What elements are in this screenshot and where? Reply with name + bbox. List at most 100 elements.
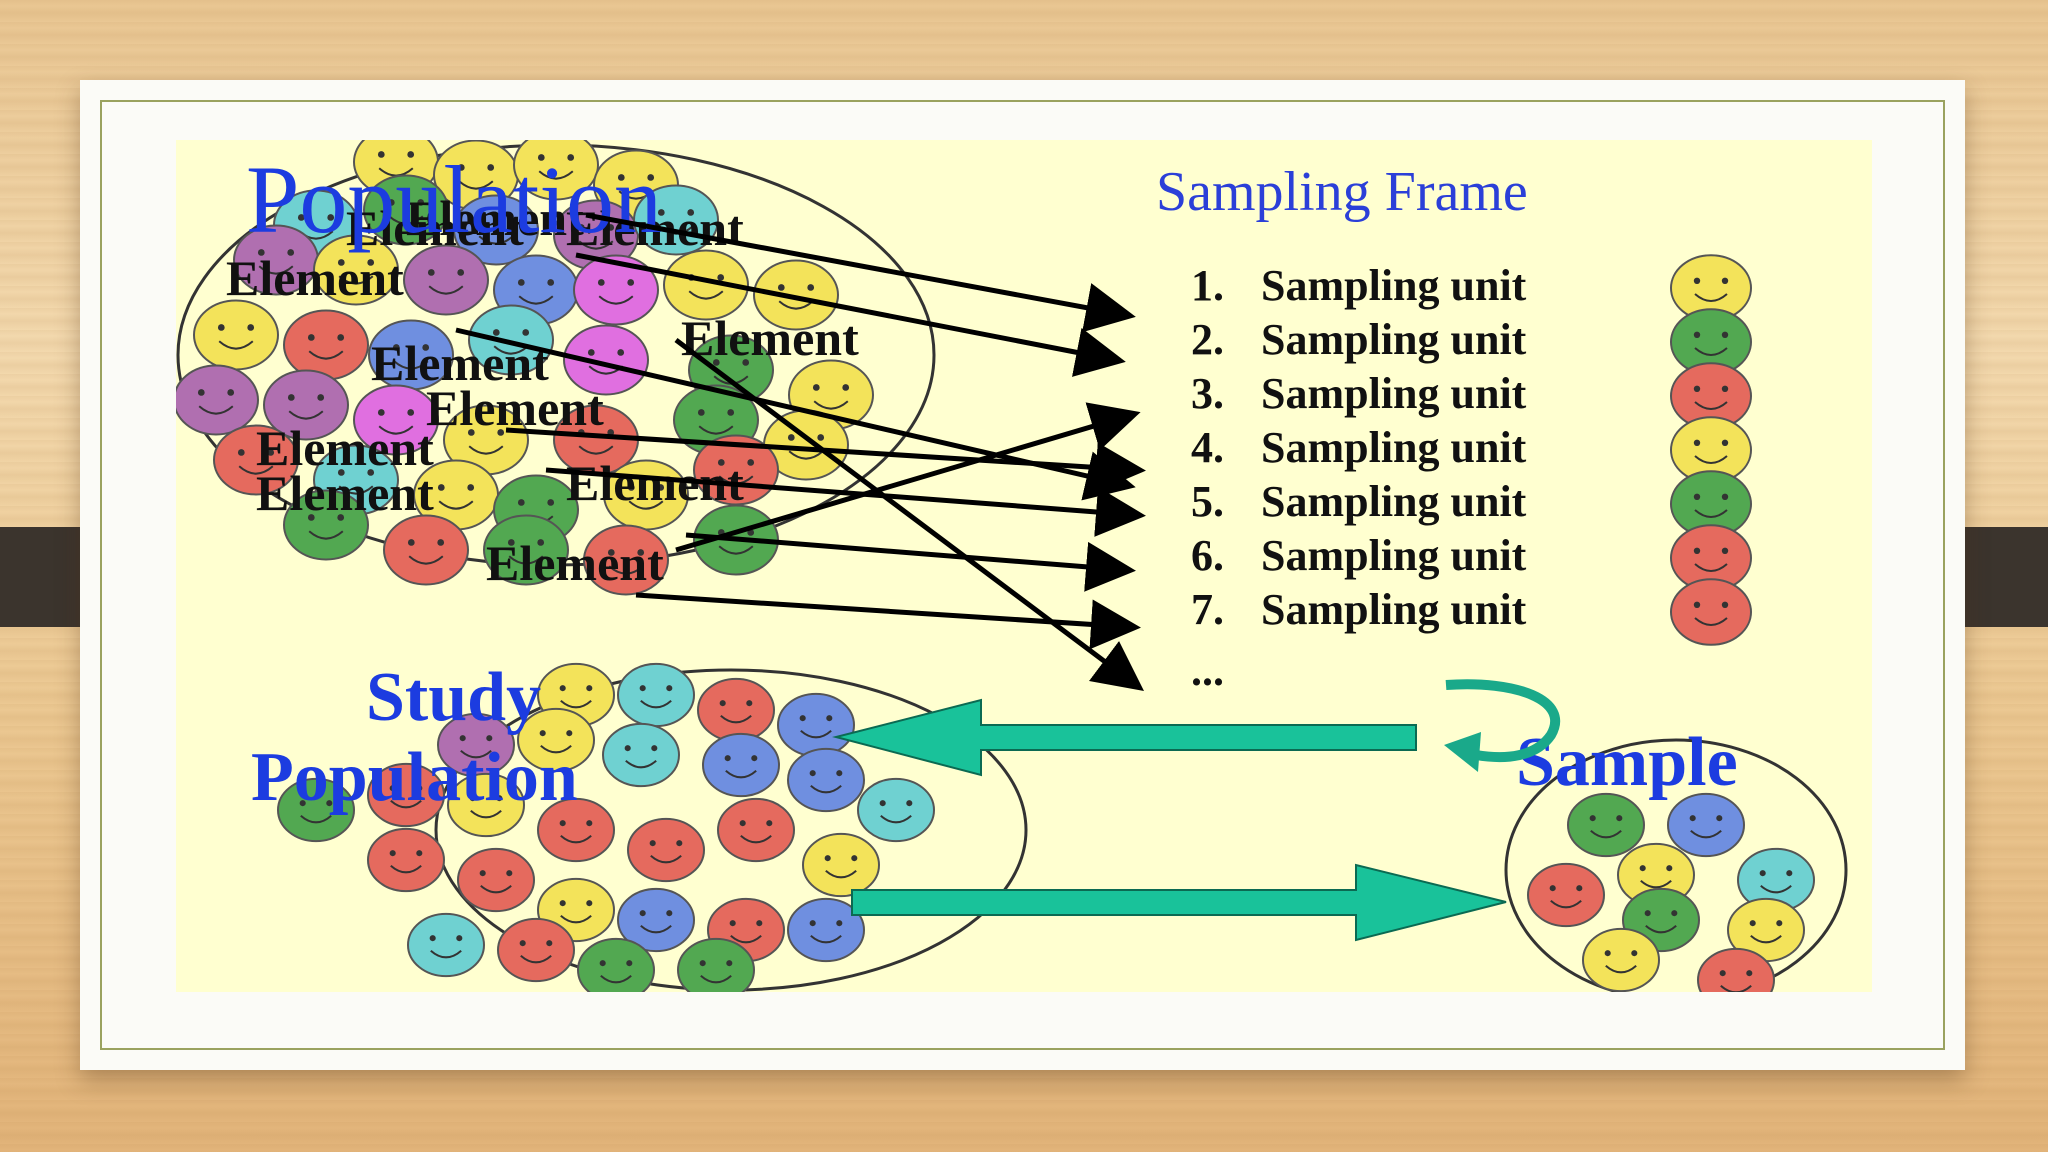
sampling-unit-row: 4. Sampling unit [1191,423,1527,472]
smiley-face-icon [787,897,865,963]
sampling-unit-row: 3. Sampling unit [1191,369,1527,418]
sampling-unit-row: 1. Sampling unit [1191,261,1527,310]
smiley-face-icon [1697,947,1775,992]
smiley-face-icon [857,777,935,843]
population-faces [176,140,874,596]
smiley-face-icon [283,309,369,381]
sampling-unit-number: 5. [1191,477,1224,526]
population-title: Population [246,146,662,253]
smiley-face-icon [193,299,279,371]
smiley-face-icon [697,677,775,743]
smiley-face-icon [363,174,449,246]
teal-arrow-right [851,863,1507,942]
sample-faces [1527,792,1815,992]
sampling-unit-number: 7. [1191,585,1224,634]
element-label: Element [256,465,434,521]
smiley-face-icon [1670,578,1752,646]
sampling-unit-number: 3. [1191,369,1224,418]
smiley-face-icon [663,249,749,321]
smiley-face-icon [677,937,755,992]
study-title-population: Population [251,739,578,816]
element-label: Element [486,535,664,591]
smiley-face-icon [617,887,695,953]
curved-arrow-head [1444,732,1481,772]
smiley-face-icon [383,514,469,586]
smiley-face-icon [447,772,525,838]
smiley-face-icon [263,369,349,441]
element-labels: Element Element Element Element Element … [226,190,859,591]
sampling-unit-label: Sampling unit [1261,423,1527,472]
mapping-arrow [575,252,1126,377]
smiley-face-icon [802,832,880,898]
smiley-face-icon [1527,862,1605,928]
element-label: Element [256,420,434,476]
smiley-face-icon [483,514,569,586]
sampling-unit-row: 2. Sampling unit [1191,315,1527,364]
sampling-unit-number: 4. [1191,423,1224,472]
smiley-face-icon [468,304,554,376]
smiley-face-icon [702,732,780,798]
mapping-arrow [585,212,1136,333]
smiley-face-icon [233,224,319,296]
mapping-arrow [674,338,1144,691]
smiley-face-icon [367,827,445,893]
sampling-unit-list: 1. Sampling unit 2. Sampling unit 3. Sampling… [1191,254,1752,695]
mapping-arrow [545,467,1146,537]
sampling-unit-label: Sampling unit [1261,369,1527,418]
smiley-face-icon [367,762,445,828]
sampling-unit-label: Sampling unit [1261,477,1527,526]
smiley-face-icon [453,194,539,266]
smiley-face-icon [537,797,615,863]
smiley-face-icon [1567,792,1645,858]
smiley-face-icon [283,489,369,561]
sample-ellipse [1504,738,1848,992]
smiley-face-icon [277,777,355,843]
study-title: Study [366,659,541,736]
smiley-face-icon [602,722,680,788]
sampling-unit-number: 2. [1191,315,1224,364]
smiley-face-icon [213,424,299,496]
smiley-face-icon [573,254,659,326]
sampling-unit-row: 7. Sampling unit [1191,585,1527,634]
sampling-frame-title: Sampling Frame [1156,161,1528,223]
smiley-face-icon [777,692,855,758]
element-label: Element [681,310,859,366]
element-label: Element [226,250,404,306]
sampling-unit-ellipsis: ... [1191,646,1224,695]
smiley-face-icon [497,917,575,983]
curved-arrow [1445,679,1561,763]
sampling-diagram: Element Element Element Element Element … [176,140,1872,992]
smiley-face-icon [353,384,439,456]
sampling-unit-label: Sampling unit [1261,315,1527,364]
smiley-face-icon [368,319,454,391]
mapping-arrows [455,212,1146,691]
teal-arrow-left [832,698,1417,777]
sampling-unit-label: Sampling unit [1261,585,1527,634]
smiley-face-icon [513,140,599,201]
sampling-unit-number: 1. [1191,261,1224,310]
smiley-face-icon [577,937,655,992]
smiley-face-icon [176,364,259,436]
mapping-arrow [675,402,1141,553]
smiley-face-icon [1670,254,1752,322]
smiley-face-icon [313,234,399,306]
smiley-face-icon [563,324,649,396]
sampling-unit-label: Sampling unit [1261,531,1527,580]
element-label: Element [406,190,584,246]
sampling-unit-number: 6. [1191,531,1224,580]
smiley-face-icon [627,817,705,883]
element-label: Element [426,380,604,436]
sampling-unit-label: Sampling unit [1261,261,1527,310]
mapping-arrow [455,327,1136,501]
smiley-face-icon [517,707,595,773]
diagram-canvas: Element Element Element Element Element … [176,140,1848,992]
smiley-face-icon [617,662,695,728]
smiley-face-icon [583,524,669,596]
sampling-unit-row: 5. Sampling unit [1191,477,1527,526]
smiley-face-icon [457,847,535,913]
sampling-unit-row: 6. Sampling unit [1191,531,1527,580]
smiley-face-icon [1582,927,1660,992]
smiley-face-icon [1667,792,1745,858]
element-label: Element [346,200,524,256]
smiley-face-icon [753,259,839,331]
